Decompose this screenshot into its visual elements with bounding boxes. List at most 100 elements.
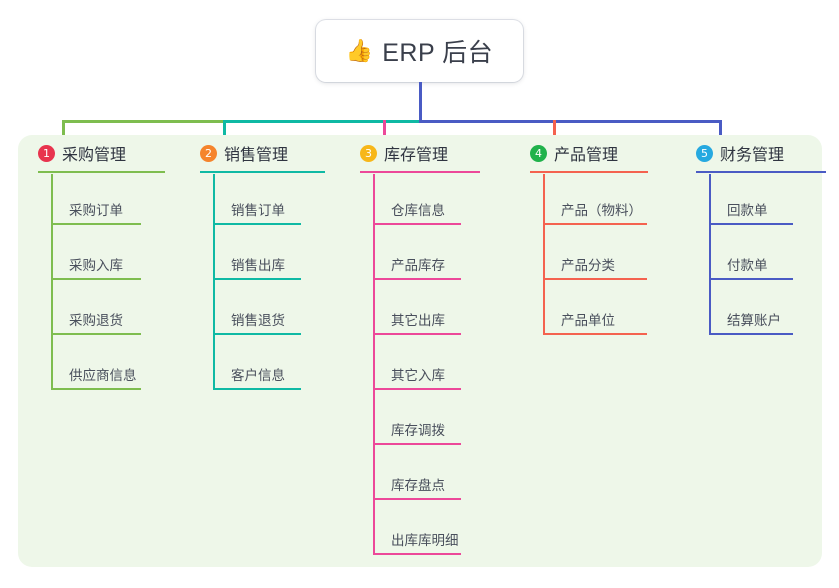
leaf-item[interactable]: 库存盘点: [340, 449, 510, 504]
leaf-label: 库存调拨: [391, 423, 445, 438]
leaf-label: 库存盘点: [391, 478, 445, 493]
branch-number-badge: 3: [360, 144, 377, 162]
branch-column-4: 4 产品管理产品（物料） 产品分类产品单位: [510, 135, 676, 339]
leaf-label: 供应商信息: [69, 368, 137, 383]
leaf-label: 销售退货: [231, 313, 285, 328]
leaf-underline: [373, 553, 461, 555]
leaf-label: 仓库信息: [391, 203, 445, 218]
leaf-underline: [213, 388, 301, 390]
leaf-item[interactable]: 结算账户: [676, 284, 822, 339]
leaf-label: 销售订单: [231, 203, 285, 218]
leaf-underline: [213, 333, 301, 335]
branch-column-2: 2 销售管理销售订单销售出库销售退货客户信息: [180, 135, 340, 394]
branch-number-badge: 2: [200, 144, 217, 162]
leaf-list: 仓库信息产品库存其它出库其它入库库存调拨库存盘点出库库明细: [340, 174, 510, 559]
leaf-label: 采购入库: [69, 258, 123, 273]
leaf-item[interactable]: 其它出库: [340, 284, 510, 339]
thumbs-up-icon: 👍: [345, 38, 374, 63]
leaf-underline: [51, 278, 141, 280]
leaf-list: 产品（物料） 产品分类产品单位: [510, 174, 676, 339]
leaf-item[interactable]: 销售退货: [180, 284, 340, 339]
leaf-list: 销售订单销售出库销售退货客户信息: [180, 174, 340, 394]
branch-panel: [18, 135, 822, 567]
leaf-item[interactable]: 回款单: [676, 174, 822, 229]
connector-bus-segment-2: [223, 120, 421, 123]
branch-number-badge: 5: [696, 144, 713, 162]
branch-header-1[interactable]: 1 采购管理: [18, 135, 180, 171]
leaf-underline: [709, 278, 793, 280]
leaf-underline: [373, 443, 461, 445]
leaf-spine: [709, 174, 711, 333]
branch-header-4[interactable]: 4 产品管理: [510, 135, 676, 171]
leaf-underline: [51, 388, 141, 390]
leaf-label: 回款单: [727, 203, 768, 218]
leaf-label: 采购订单: [69, 203, 123, 218]
root-title: ERP 后台: [382, 39, 494, 67]
branch-header-underline: [38, 171, 165, 173]
branch-column-5: 5 财务管理回款单付款单结算账户: [676, 135, 826, 339]
leaf-item[interactable]: 采购入库: [18, 229, 180, 284]
root-node[interactable]: 👍 ERP 后台: [316, 20, 523, 82]
leaf-spine: [373, 174, 375, 553]
leaf-underline: [373, 498, 461, 500]
leaf-item[interactable]: 付款单: [676, 229, 822, 284]
leaf-item[interactable]: 销售出库: [180, 229, 340, 284]
leaf-spine: [51, 174, 53, 388]
connector-bus-segment-1: [62, 120, 225, 123]
leaf-label: 销售出库: [231, 258, 285, 273]
leaf-item[interactable]: 采购退货: [18, 284, 180, 339]
branch-header-underline: [530, 171, 648, 173]
leaf-list: 采购订单采购入库采购退货供应商信息: [18, 174, 180, 394]
branch-number-badge: 1: [38, 144, 55, 162]
leaf-label: 产品分类: [561, 258, 615, 273]
leaf-item[interactable]: 出库库明细: [340, 504, 510, 559]
leaf-item[interactable]: 其它入库: [340, 339, 510, 394]
leaf-underline: [543, 278, 647, 280]
branch-column-1: 1 采购管理采购订单采购入库采购退货供应商信息: [18, 135, 180, 394]
leaf-item[interactable]: 产品分类: [510, 229, 676, 284]
leaf-item[interactable]: 产品库存: [340, 229, 510, 284]
leaf-spine: [543, 174, 545, 333]
leaf-label: 付款单: [727, 258, 768, 273]
leaf-item[interactable]: 采购订单: [18, 174, 180, 229]
leaf-item[interactable]: 销售订单: [180, 174, 340, 229]
connector-bus-segment-3: [419, 120, 721, 123]
connector-root-stem: [419, 82, 422, 123]
branch-header-5[interactable]: 5 财务管理: [676, 135, 822, 171]
leaf-item[interactable]: 产品单位: [510, 284, 676, 339]
leaf-underline: [373, 278, 461, 280]
branch-title: 采购管理: [62, 147, 127, 164]
branch-header-underline: [360, 171, 480, 173]
branch-header-underline: [696, 171, 826, 173]
leaf-underline: [709, 333, 793, 335]
branch-header-underline: [200, 171, 325, 173]
branch-header-2[interactable]: 2 销售管理: [180, 135, 340, 171]
leaf-item[interactable]: 产品（物料）: [510, 174, 676, 229]
leaf-label: 客户信息: [231, 368, 285, 383]
leaf-item[interactable]: 库存调拨: [340, 394, 510, 449]
leaf-underline: [709, 223, 793, 225]
branch-title: 产品管理: [554, 147, 619, 164]
branch-title: 财务管理: [720, 147, 785, 164]
leaf-label: 其它出库: [391, 313, 445, 328]
leaf-label: 产品（物料）: [561, 203, 642, 218]
leaf-underline: [373, 333, 461, 335]
leaf-underline: [373, 388, 461, 390]
branch-title: 销售管理: [224, 147, 289, 164]
leaf-underline: [51, 333, 141, 335]
leaf-item[interactable]: 仓库信息: [340, 174, 510, 229]
branch-number-badge: 4: [530, 144, 547, 162]
leaf-underline: [373, 223, 461, 225]
leaf-list: 回款单付款单结算账户: [676, 174, 822, 339]
leaf-spine: [213, 174, 215, 388]
leaf-label: 出库库明细: [391, 533, 459, 548]
leaf-label: 产品单位: [561, 313, 615, 328]
leaf-item[interactable]: 供应商信息: [18, 339, 180, 394]
leaf-underline: [51, 223, 141, 225]
leaf-label: 产品库存: [391, 258, 445, 273]
leaf-underline: [213, 278, 301, 280]
leaf-item[interactable]: 客户信息: [180, 339, 340, 394]
